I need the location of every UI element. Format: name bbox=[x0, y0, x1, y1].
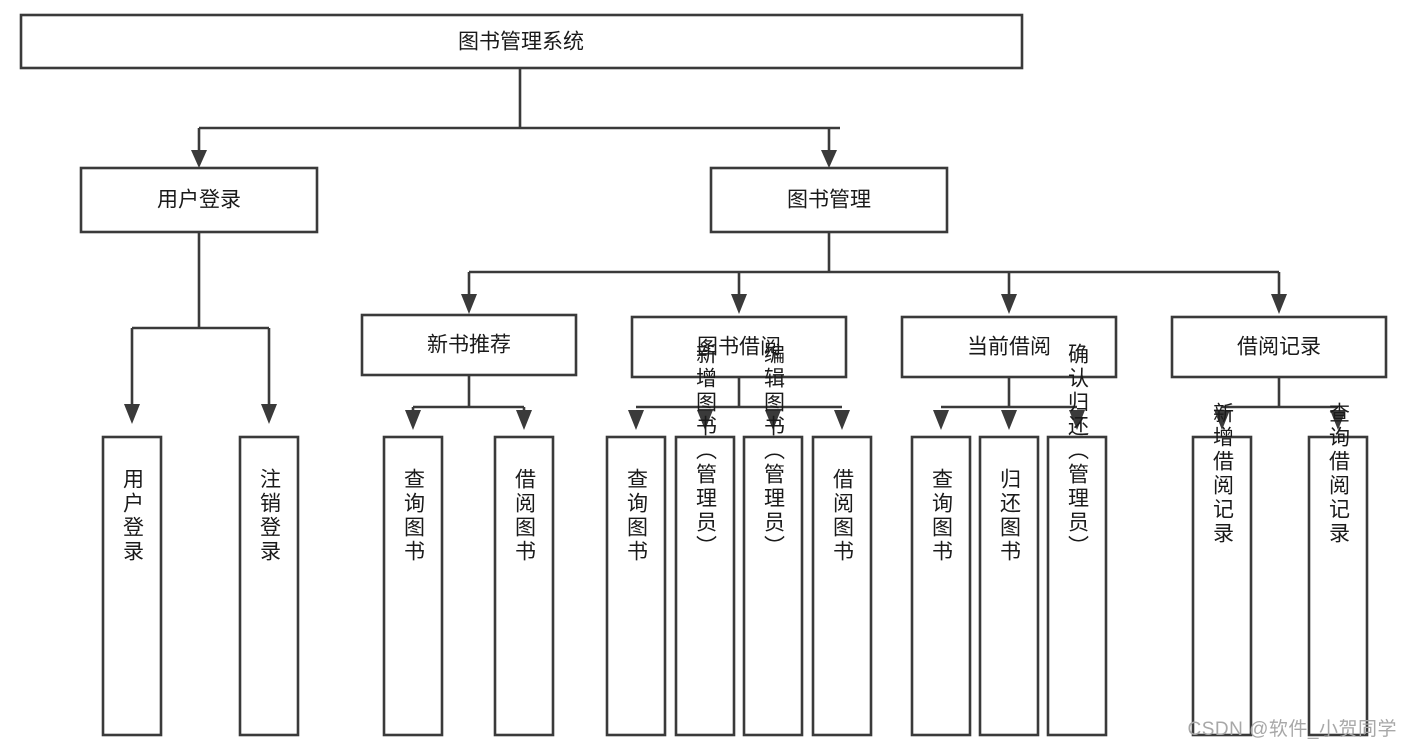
leaf-book-borrow-4-label: 借阅图书 bbox=[831, 468, 855, 564]
leaf-book-borrow-3-box[interactable] bbox=[742, 435, 804, 737]
node-book-borrow-label: 图书借阅 bbox=[697, 336, 781, 359]
leaf-borrow-records-2-label: 查询借阅记录 bbox=[1327, 402, 1351, 546]
arrow-head-br-leaf-2 bbox=[1330, 410, 1346, 430]
leaf-book-borrow-2[interactable]: 新增图书（管理员） bbox=[674, 343, 736, 737]
node-current-borrow-box[interactable] bbox=[900, 315, 1118, 379]
arrow-head-cb-leaf-3 bbox=[1069, 410, 1085, 430]
leaf-user-login-2-box[interactable] bbox=[238, 435, 300, 737]
node-book-manage-box[interactable] bbox=[709, 166, 949, 234]
arrow-head-br-leaf-1 bbox=[1214, 410, 1230, 430]
leaf-book-borrow-4[interactable]: 借阅图书 bbox=[811, 435, 873, 737]
leaf-book-borrow-1-box[interactable] bbox=[605, 435, 667, 737]
arrow-head-user-login bbox=[191, 150, 207, 168]
arrow-head-nb-leaf-2 bbox=[516, 410, 532, 430]
arrow-head-bb-leaf-1 bbox=[628, 410, 644, 430]
leaf-new-book-1[interactable]: 查询图书 bbox=[382, 435, 444, 737]
leaf-borrow-records-2[interactable]: 查询借阅记录 bbox=[1307, 402, 1369, 737]
leaf-user-login-2[interactable]: 注销登录 bbox=[238, 435, 300, 737]
leaf-current-borrow-2-box[interactable] bbox=[978, 435, 1040, 737]
node-user-login-label: 用户登录 bbox=[157, 189, 241, 212]
arrow-head-nb-leaf-1 bbox=[405, 410, 421, 430]
leaf-user-login-1-box[interactable] bbox=[101, 435, 163, 737]
leaf-new-book-1-label: 查询图书 bbox=[402, 468, 426, 564]
leaf-current-borrow-1-box[interactable] bbox=[910, 435, 972, 737]
leaf-current-borrow-3-label: 确认归还（管理员） bbox=[1066, 343, 1090, 559]
node-current-borrow-label: 当前借阅 bbox=[967, 336, 1051, 359]
node-book-manage-label: 图书管理 bbox=[787, 189, 871, 212]
leaf-new-book-2-label: 借阅图书 bbox=[513, 468, 537, 564]
node-root-label: 图书管理系统 bbox=[458, 31, 584, 54]
node-book-manage[interactable]: 图书管理 bbox=[709, 166, 949, 234]
node-current-borrow[interactable]: 当前借阅 bbox=[900, 315, 1118, 379]
leaf-book-borrow-1-label: 查询图书 bbox=[625, 468, 649, 564]
node-borrow-records[interactable]: 借阅记录 bbox=[1170, 315, 1388, 379]
arrow-head-bb-leaf-2 bbox=[697, 410, 713, 430]
connector-group-user-login bbox=[124, 232, 277, 424]
leaf-current-borrow-2[interactable]: 归还图书 bbox=[978, 435, 1040, 737]
arrow-head-bb-leaf-4 bbox=[834, 410, 850, 430]
leaf-user-login-1-label: 用户登录 bbox=[121, 468, 145, 564]
leaf-book-borrow-2-box[interactable] bbox=[674, 435, 736, 737]
leaf-new-book-2-box[interactable] bbox=[493, 435, 555, 737]
leaf-new-book-2[interactable]: 借阅图书 bbox=[493, 435, 555, 737]
connector-group-current-borrow bbox=[933, 377, 1085, 430]
leaf-book-borrow-3[interactable]: 编辑图书（管理员） bbox=[742, 343, 804, 737]
node-book-borrow[interactable]: 图书借阅 bbox=[630, 315, 848, 379]
leaf-current-borrow-1[interactable]: 查询图书 bbox=[910, 435, 972, 737]
leaf-user-login-1[interactable]: 用户登录 bbox=[101, 435, 163, 737]
leaf-current-borrow-3-box[interactable] bbox=[1046, 435, 1108, 737]
leaf-current-borrow-3[interactable]: 确认归还（管理员） bbox=[1046, 343, 1108, 737]
arrow-head-bb-leaf-3 bbox=[765, 410, 781, 430]
arrow-head-book-borrow bbox=[731, 294, 747, 314]
leaf-borrow-records-1-box[interactable] bbox=[1191, 435, 1253, 737]
node-book-borrow-box[interactable] bbox=[630, 315, 848, 379]
node-borrow-records-box[interactable] bbox=[1170, 315, 1388, 379]
leaf-book-borrow-3-label: 编辑图书（管理员） bbox=[762, 343, 786, 559]
node-root[interactable]: 图书管理系统 bbox=[19, 13, 1024, 70]
leaf-new-book-1-box[interactable] bbox=[382, 435, 444, 737]
arrow-head-borrow-records bbox=[1271, 294, 1287, 314]
arrow-head-cb-leaf-1 bbox=[933, 410, 949, 430]
leaf-current-borrow-2-label: 归还图书 bbox=[998, 468, 1022, 564]
leaf-book-borrow-4-box[interactable] bbox=[811, 435, 873, 737]
node-new-book-recommend-box[interactable] bbox=[360, 313, 578, 377]
leaf-borrow-records-2-box[interactable] bbox=[1307, 435, 1369, 737]
node-new-book-recommend-label: 新书推荐 bbox=[427, 334, 511, 357]
leaf-book-borrow-1[interactable]: 查询图书 bbox=[605, 435, 667, 737]
node-user-login[interactable]: 用户登录 bbox=[79, 166, 319, 234]
connector-group-book-borrow bbox=[628, 377, 850, 430]
leaf-borrow-records-1-label: 新增借阅记录 bbox=[1211, 402, 1235, 546]
arrow-head-ul-leaf-2 bbox=[261, 404, 277, 424]
arrow-head-cb-leaf-2 bbox=[1001, 410, 1017, 430]
leaf-borrow-records-1[interactable]: 新增借阅记录 bbox=[1191, 402, 1253, 737]
arrow-head-ul-leaf-1 bbox=[124, 404, 140, 424]
connector-group-borrow-records bbox=[1214, 377, 1346, 430]
leaf-user-login-2-label: 注销登录 bbox=[258, 468, 282, 564]
node-new-book-recommend[interactable]: 新书推荐 bbox=[360, 313, 578, 377]
node-borrow-records-label: 借阅记录 bbox=[1237, 336, 1321, 359]
connector-group-book-manage bbox=[461, 232, 1287, 314]
arrow-head-book-manage bbox=[821, 150, 837, 168]
connector-group-root bbox=[191, 68, 840, 168]
leaf-current-borrow-1-label: 查询图书 bbox=[930, 468, 954, 564]
node-user-login-box[interactable] bbox=[79, 166, 319, 234]
node-root-box[interactable] bbox=[19, 13, 1024, 70]
arrow-head-current-borrow bbox=[1001, 294, 1017, 314]
leaf-book-borrow-2-label: 新增图书（管理员） bbox=[694, 343, 718, 559]
connector-group-new-book bbox=[405, 375, 532, 430]
arrow-head-new-book bbox=[461, 294, 477, 314]
